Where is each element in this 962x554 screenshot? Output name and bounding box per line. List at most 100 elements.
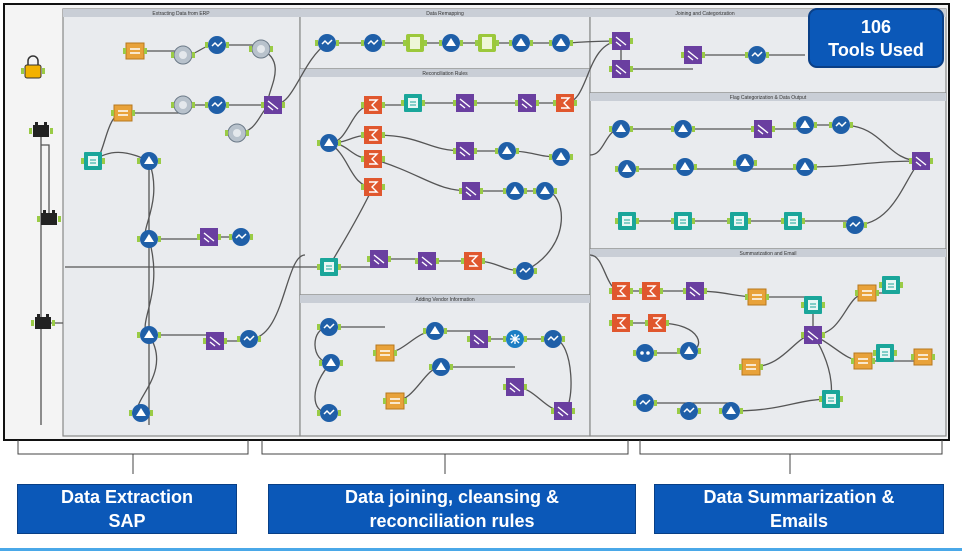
join-tool-icon[interactable] [609,32,633,50]
join-tool-icon[interactable] [367,250,391,268]
browse-tool-icon[interactable] [401,94,425,112]
gray-tool-icon[interactable] [171,95,195,115]
join-tool-icon[interactable] [683,282,707,300]
join-tool-icon[interactable] [453,94,477,112]
input-tool-icon[interactable] [373,344,397,362]
formula-tool-icon[interactable] [429,358,453,376]
table-tool-icon[interactable] [739,358,763,376]
formula-tool-icon[interactable] [671,120,695,138]
formula-tool-icon[interactable] [317,134,341,152]
formula-tool-icon[interactable] [673,158,697,176]
join-tool-icon[interactable] [801,326,825,344]
table-tool-icon[interactable] [745,288,769,306]
summarize-tool-icon[interactable] [553,94,577,112]
join-tool-icon[interactable] [609,60,633,78]
select-tool-icon[interactable] [229,228,253,246]
select-tool-icon[interactable] [829,116,853,134]
formula-tool-icon[interactable] [509,34,533,52]
select-tool-icon[interactable] [843,216,867,234]
summarize-tool-icon[interactable] [361,126,385,144]
input-tool-icon[interactable] [111,104,135,122]
join-tool-icon[interactable] [909,152,933,170]
join-tool-icon[interactable] [681,46,705,64]
report-tool-icon[interactable] [879,276,903,294]
formula-tool-icon[interactable] [533,182,557,200]
browse-tool-icon[interactable] [671,212,695,230]
formula-tool-icon[interactable] [549,34,573,52]
select-tool-icon[interactable] [205,36,229,54]
formula-tool-icon[interactable] [439,34,463,52]
join-tool-icon[interactable] [515,94,539,112]
browse-tool-icon[interactable] [81,152,105,170]
browse-tool-icon[interactable] [615,212,639,230]
union-tool-icon[interactable] [403,34,427,52]
report-tool-icon[interactable] [819,390,843,408]
formula-tool-icon[interactable] [609,120,633,138]
join-tool-icon[interactable] [261,96,285,114]
output-tool-icon[interactable] [31,314,55,329]
formula-tool-icon[interactable] [137,326,161,344]
formula-tool-icon[interactable] [733,154,757,172]
output-tool-icon[interactable] [37,210,61,225]
summarize-tool-icon[interactable] [361,96,385,114]
select-tool-icon[interactable] [677,402,701,420]
select-tool-icon[interactable] [745,46,769,64]
formula-tool-icon[interactable] [129,404,153,422]
input-tool-icon[interactable] [383,392,407,410]
formula-tool-icon[interactable] [549,148,573,166]
join-tool-icon[interactable] [751,120,775,138]
formula-tool-icon[interactable] [719,402,743,420]
input-tool-icon[interactable] [123,42,147,60]
select-tool-icon[interactable] [205,96,229,114]
select-tool-icon[interactable] [315,34,339,52]
join-tool-icon[interactable] [551,402,575,420]
summarize-tool-icon[interactable] [609,282,633,300]
union-tool-icon[interactable] [475,34,499,52]
gray-tool-icon[interactable] [225,123,249,143]
formula-tool-icon[interactable] [423,322,447,340]
report-tool-icon[interactable] [873,344,897,362]
summarize-tool-icon[interactable] [639,282,663,300]
gray-tool-icon[interactable] [249,39,273,59]
join-tool-icon[interactable] [467,330,491,348]
report-tool-icon[interactable] [801,296,825,314]
formula-tool-icon[interactable] [137,152,161,170]
table-tool-icon[interactable] [855,284,879,302]
select-tool-icon[interactable] [513,262,537,280]
summarize-tool-icon[interactable] [609,314,633,332]
summarize-tool-icon[interactable] [361,178,385,196]
formula-tool-icon[interactable] [495,142,519,160]
select-tool-icon[interactable] [361,34,385,52]
join-tool-icon[interactable] [453,142,477,160]
lock-icon[interactable] [21,55,45,79]
summarize-tool-icon[interactable] [645,314,669,332]
browse-tool-icon[interactable] [317,258,341,276]
formula-tool-icon[interactable] [615,160,639,178]
select-tool-icon[interactable] [317,318,341,336]
formula-tool-icon[interactable] [319,354,343,372]
browse-tool-icon[interactable] [727,212,751,230]
star-tool-icon[interactable] [503,330,527,348]
formula-tool-icon[interactable] [793,158,817,176]
output-tool-icon[interactable] [29,122,53,137]
select-tool-icon[interactable] [541,330,565,348]
summarize-tool-icon[interactable] [461,252,485,270]
join-tool-icon[interactable] [503,378,527,396]
summarize-tool-icon[interactable] [361,150,385,168]
table-tool-icon[interactable] [851,352,875,370]
join-tool-icon[interactable] [459,182,483,200]
join-tool-icon[interactable] [415,252,439,270]
browse-tool-icon[interactable] [781,212,805,230]
join-tool-icon[interactable] [203,332,227,350]
join-tool-icon[interactable] [197,228,221,246]
formula-tool-icon[interactable] [793,116,817,134]
select-tool-icon[interactable] [317,404,341,422]
tile-tool-icon[interactable] [633,344,657,362]
select-tool-icon[interactable] [237,330,261,348]
formula-tool-icon[interactable] [677,342,701,360]
gray-tool-icon[interactable] [171,45,195,65]
select-tool-icon[interactable] [633,394,657,412]
formula-tool-icon[interactable] [137,230,161,248]
email-tool-icon[interactable] [911,348,935,366]
formula-tool-icon[interactable] [503,182,527,200]
